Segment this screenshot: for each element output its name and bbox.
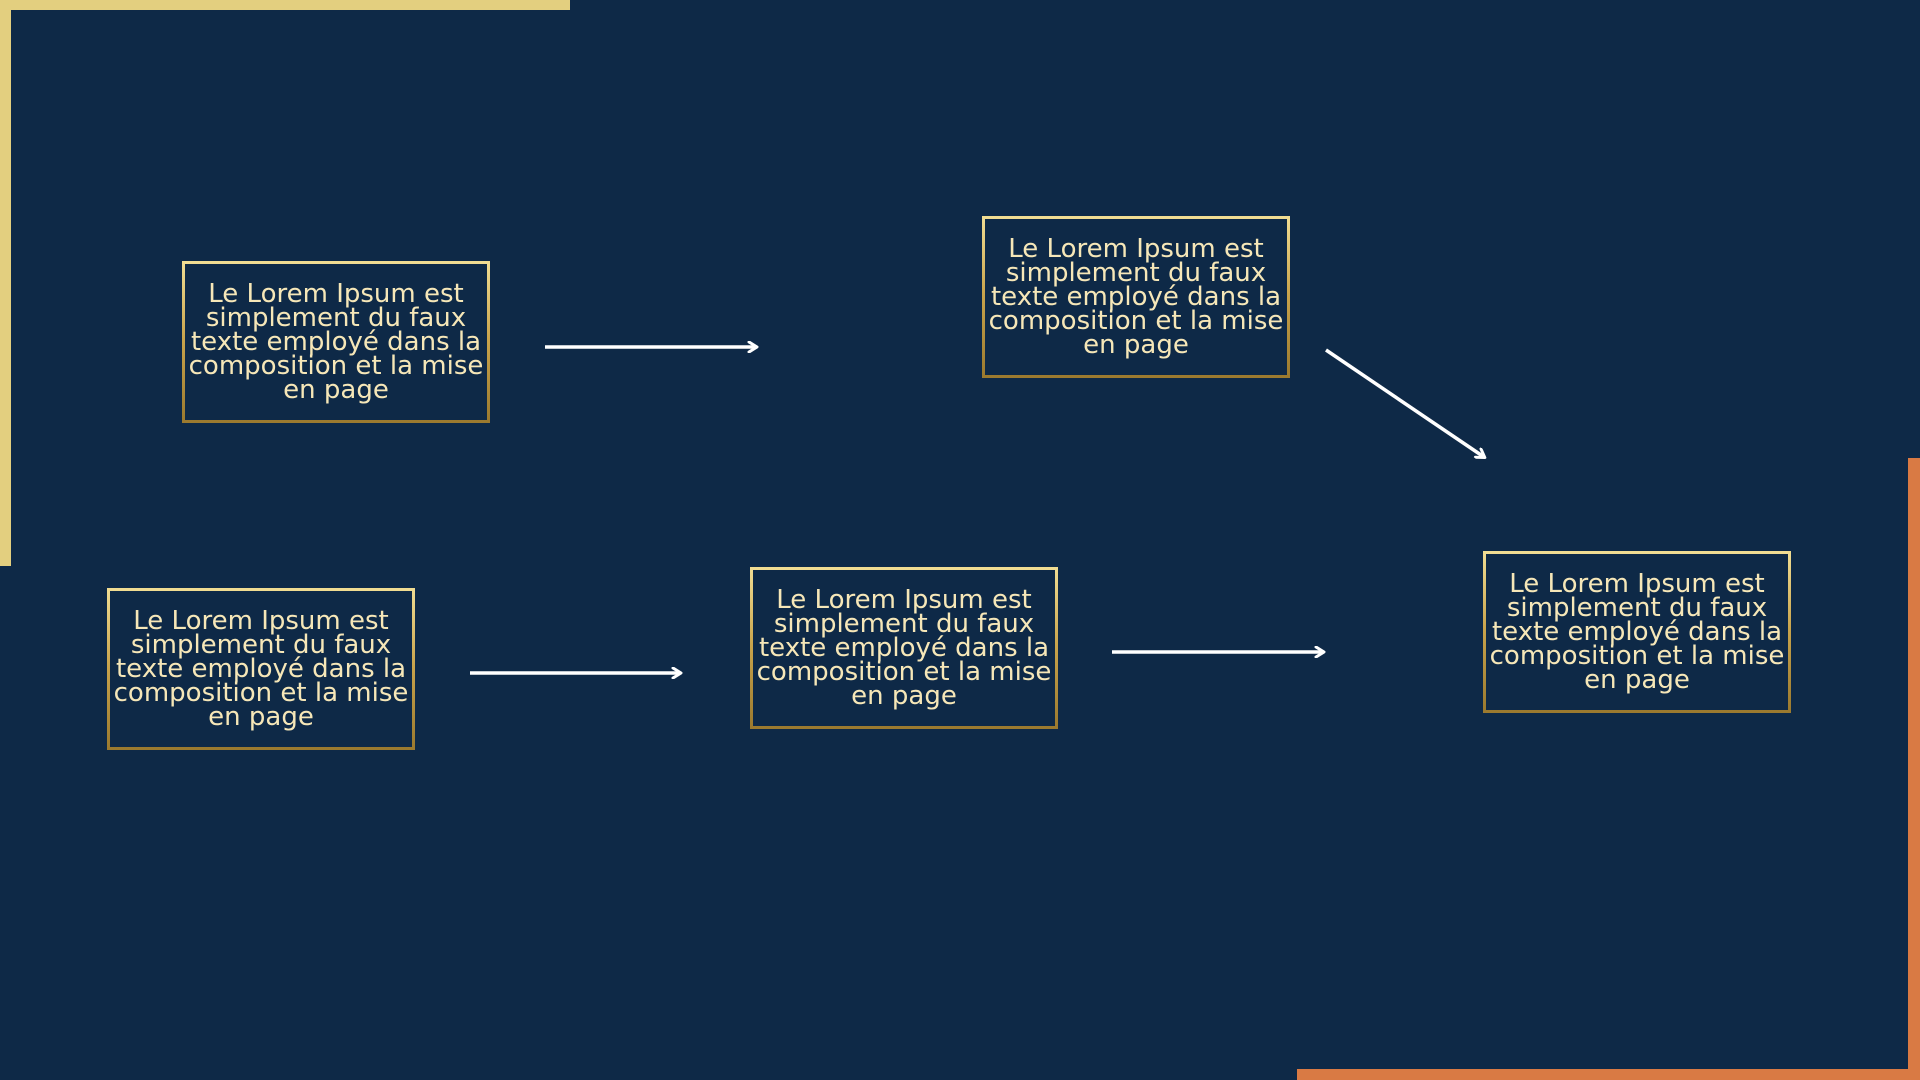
left-gold-accent-bar (0, 0, 11, 566)
process-box-1: Le Lorem Ipsum est simplement du faux te… (182, 261, 490, 423)
process-box-5-text: Le Lorem Ipsum est simplement du faux te… (1489, 569, 1785, 695)
process-box-2: Le Lorem Ipsum est simplement du faux te… (982, 216, 1290, 378)
process-box-3-text: Le Lorem Ipsum est simplement du faux te… (113, 606, 409, 732)
top-gold-accent-bar (0, 0, 570, 10)
process-box-5: Le Lorem Ipsum est simplement du faux te… (1483, 551, 1791, 713)
process-box-1-text: Le Lorem Ipsum est simplement du faux te… (188, 279, 484, 405)
process-box-4-text: Le Lorem Ipsum est simplement du faux te… (756, 585, 1052, 711)
right-orange-accent-bar (1908, 458, 1920, 1080)
process-box-2-text: Le Lorem Ipsum est simplement du faux te… (988, 234, 1284, 360)
process-box-4: Le Lorem Ipsum est simplement du faux te… (750, 567, 1058, 729)
process-box-3: Le Lorem Ipsum est simplement du faux te… (107, 588, 415, 750)
bottom-orange-accent-bar (1297, 1069, 1920, 1080)
arrow-n2-to-n5 (1325, 348, 1484, 457)
